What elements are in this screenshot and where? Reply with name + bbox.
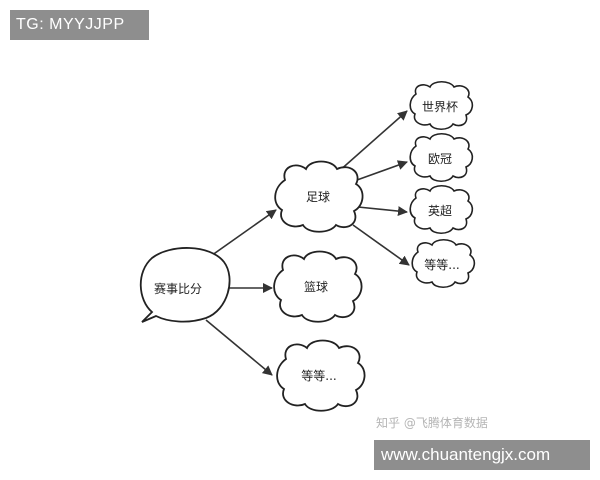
football-cloud bbox=[274, 160, 364, 233]
etc-cloud-level1 bbox=[276, 339, 366, 412]
etc-label-level2: 等等... bbox=[424, 258, 459, 272]
epl-label: 英超 bbox=[428, 203, 452, 218]
basketball-cloud bbox=[273, 250, 363, 323]
epl-cloud bbox=[409, 184, 474, 235]
worldcup-cloud bbox=[409, 80, 474, 131]
root-speech-bubble bbox=[139, 247, 231, 323]
edge-football-epl bbox=[357, 206, 408, 217]
football-label: 足球 bbox=[306, 190, 330, 204]
bottom-watermark-badge: www.chuantengjx.com bbox=[374, 440, 590, 470]
edge-root-etc bbox=[205, 319, 273, 376]
root-node-label: 赛事比分 bbox=[154, 281, 202, 296]
etc-cloud-level2 bbox=[411, 238, 476, 289]
edge-root-football bbox=[207, 209, 277, 259]
zhihu-watermark: 知乎 @飞腾体育数据 bbox=[376, 416, 488, 430]
edge-football-ucl bbox=[356, 160, 408, 181]
edge-football-etc bbox=[352, 224, 410, 266]
worldcup-label: 世界杯 bbox=[422, 100, 458, 114]
etc-label-level1: 等等... bbox=[301, 369, 336, 383]
ucl-cloud bbox=[409, 132, 474, 183]
ucl-label: 欧冠 bbox=[428, 152, 452, 166]
top-watermark-badge: TG: MYYJJPP bbox=[10, 10, 149, 40]
edge-football-worldcup bbox=[337, 110, 408, 173]
basketball-label: 篮球 bbox=[304, 279, 328, 294]
